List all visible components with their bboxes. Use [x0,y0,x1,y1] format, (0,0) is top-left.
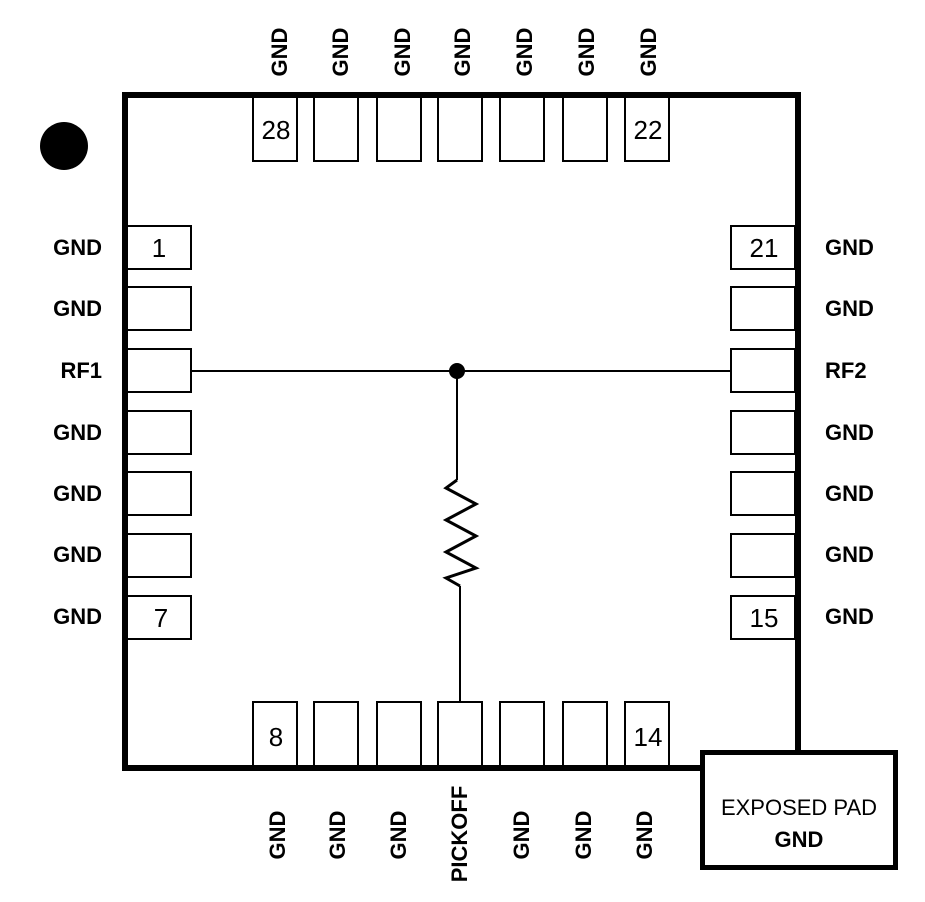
pin-label-bottom-8: GND [265,810,290,860]
pin-label-top-27: GND [328,27,353,77]
left-pads [126,225,192,640]
pad-bottom-10 [376,701,422,767]
pin-label-bottom-10: GND [386,810,411,860]
pad-top-24 [499,96,545,162]
pin-label-right-21: GND [825,235,874,260]
package-outline [122,92,801,771]
pad-top-22 [624,96,670,162]
pad-left-6 [126,533,192,578]
pin-label-left-3: RF1 [60,358,102,383]
pad-left-7 [126,595,192,640]
pin-label-left-4: GND [53,420,102,445]
top-pads [252,96,670,162]
pin-number-7: 7 [153,603,169,633]
pad-bottom-13 [562,701,608,767]
pad-left-1 [126,225,192,270]
pin-number-15: 15 [749,603,779,633]
pin-label-right-20: GND [825,296,874,321]
pad-top-28 [252,96,298,162]
pad-top-25 [437,96,483,162]
pin-label-top-24: GND [512,27,537,77]
pin-label-top-23: GND [574,27,599,77]
bottom-pads [252,701,670,767]
pad-top-23 [562,96,608,162]
pad-bottom-8 [252,701,298,767]
exposed-pad-title: EXPOSED PAD [720,795,878,820]
pad-right-21 [730,225,796,270]
exposed-pad-label: GND [774,827,824,852]
pad-right-20 [730,286,796,331]
pin-label-top-25: GND [450,27,475,77]
pin-number-14: 14 [633,722,663,752]
right-pads [730,225,796,640]
pad-left-3 [126,348,192,393]
pin-label-right-17: GND [825,481,874,506]
pin-label-right-18: GND [825,420,874,445]
pin-label-top-22: GND [636,27,661,77]
pad-top-26 [376,96,422,162]
pin-label-bottom-14: GND [632,810,657,860]
pin-number-21: 21 [749,233,779,263]
pad-left-5 [126,471,192,516]
pin-number-8: 8 [268,722,284,752]
pad-right-15 [730,595,796,640]
pin-label-top-28: GND [267,27,292,77]
exposed-pad-box: EXPOSED PAD GND [700,750,898,870]
pad-bottom-14 [624,701,670,767]
resistor-symbol [442,478,480,588]
pin-label-left-5: GND [53,481,102,506]
pad-right-17 [730,471,796,516]
pin-label-left-2: GND [53,296,102,321]
pin-number-1: 1 [151,233,167,263]
pin-number-28: 28 [261,115,291,145]
pad-bottom-9 [313,701,359,767]
pin-label-bottom-12: GND [509,810,534,860]
pin-label-left-6: GND [53,542,102,567]
pad-bottom-12 [499,701,545,767]
pad-right-18 [730,410,796,455]
pin-label-left-7: GND [53,604,102,629]
pin-label-right-16: GND [825,542,874,567]
pin1-indicator-dot [40,122,88,170]
pad-right-16 [730,533,796,578]
pin-label-top-26: GND [390,27,415,77]
pad-right-19 [730,348,796,393]
pin-label-right-19: RF2 [825,358,867,383]
pin-label-bottom-13: GND [571,810,596,860]
pin-number-22: 22 [633,115,663,145]
pad-bottom-11 [437,701,483,767]
pin-label-bottom-11: PICKOFF [447,785,472,883]
pad-top-27 [313,96,359,162]
pad-left-2 [126,286,192,331]
pad-left-4 [126,410,192,455]
pin-label-right-15: GND [825,604,874,629]
pin-label-left-1: GND [53,235,102,260]
pin-label-bottom-9: GND [325,810,350,860]
